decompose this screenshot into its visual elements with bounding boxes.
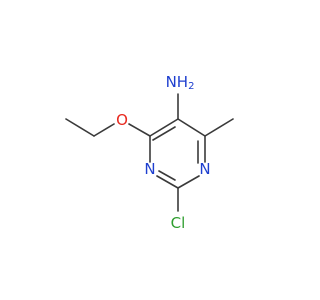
bond-group	[65, 93, 234, 212]
atom-label-group: NH2 O N N Cl	[116, 73, 211, 232]
bond-c5-c4-inner	[152, 126, 176, 141]
bond-o-ch2	[93, 123, 115, 137]
amine-subscript: 2	[188, 81, 194, 92]
amine-label: NH2	[166, 73, 195, 92]
ether-oxygen-label: O	[116, 111, 128, 129]
bond-c2-n3-inner	[158, 170, 176, 181]
bond-ethyl	[65, 118, 95, 137]
bond-c6-methyl	[204, 118, 234, 137]
bond-c5-c6	[177, 118, 206, 137]
bond-c4-o	[128, 123, 151, 137]
amine-symbol: NH	[166, 73, 189, 91]
bond-c2-n3	[156, 175, 179, 189]
bond-c5-c4	[149, 118, 179, 137]
bond-n1-c2	[177, 175, 200, 189]
structure-svg: NH2 O N N Cl	[65, 73, 234, 232]
ring-nitrogen-left-label: N	[144, 160, 155, 178]
molecule-diagram: NH2 O N N Cl	[65, 73, 234, 232]
ring-nitrogen-right-label: N	[199, 160, 210, 178]
chlorine-label: Cl	[171, 214, 186, 232]
